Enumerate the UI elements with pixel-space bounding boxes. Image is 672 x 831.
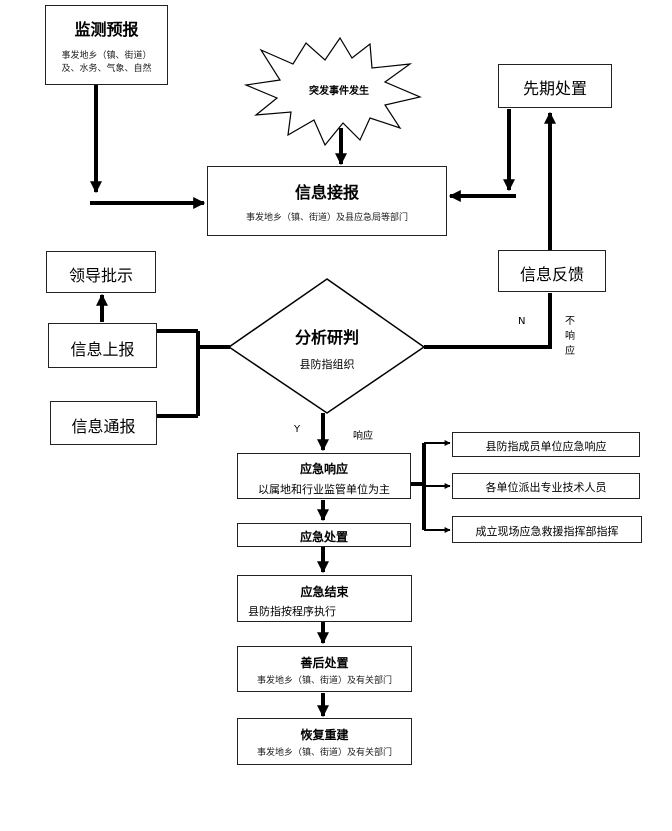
notify-title: 信息通报 xyxy=(71,417,136,436)
report-title: 信息上报 xyxy=(70,340,135,359)
side1-title: 县防指成员单位应急响应 xyxy=(485,440,607,453)
aftermath-sub: 事发地乡（镇、街道）及有关部门 xyxy=(256,676,392,686)
analysis-title: 分析研判 xyxy=(294,328,359,347)
monitor-sub2: 及、水务、气象、自然 xyxy=(61,64,152,74)
label-no-response-1: 不 xyxy=(565,316,575,327)
side2-title: 各单位派出专业技术人员 xyxy=(485,481,607,494)
early-disposal-box: 先期处置 xyxy=(498,64,612,108)
end-box: 应急结束 县防指按程序执行 xyxy=(237,575,412,622)
event-starburst xyxy=(243,36,422,147)
notify-box: 信息通报 xyxy=(50,401,157,445)
early-disposal-title: 先期处置 xyxy=(522,79,587,98)
response-title: 应急响应 xyxy=(299,462,348,476)
leader-box: 领导批示 xyxy=(46,251,156,293)
label-respond: 响应 xyxy=(353,431,373,442)
label-y: Y xyxy=(294,424,301,435)
handling-box: 应急处置 xyxy=(237,523,411,547)
side2-box: 各单位派出专业技术人员 xyxy=(452,473,640,499)
info-receive-title: 信息接报 xyxy=(294,183,359,202)
label-no-response: 不 响 应 xyxy=(564,314,576,359)
side3-box: 成立现场应急救援指挥部指挥 xyxy=(452,516,642,543)
monitor-sub1: 事发地乡（镇、街道） xyxy=(61,51,152,61)
handling-title: 应急处置 xyxy=(299,530,348,544)
end-sub: 县防指按程序执行 xyxy=(248,605,336,618)
aftermath-title: 善后处置 xyxy=(300,656,349,670)
response-box: 应急响应 以属地和行业监管单位为主 xyxy=(237,453,411,499)
aftermath-box: 善后处置 事发地乡（镇、街道）及有关部门 xyxy=(237,646,412,692)
event-label: 突发事件发生 xyxy=(309,86,369,97)
monitor-box: 监测预报 事发地乡（镇、街道） 及、水务、气象、自然 xyxy=(45,5,168,85)
info-receive-box: 信息接报 事发地乡（镇、街道）及县应急局等部门 xyxy=(207,166,447,236)
rebuild-title: 恢复重建 xyxy=(300,728,349,742)
analysis-diamond xyxy=(227,278,426,414)
label-no-response-2: 响 xyxy=(565,331,575,342)
report-box: 信息上报 xyxy=(48,323,157,368)
rebuild-box: 恢复重建 事发地乡（镇、街道）及有关部门 xyxy=(237,718,412,765)
analysis-sub: 县防指组织 xyxy=(299,358,355,371)
leader-title: 领导批示 xyxy=(68,266,133,285)
feedback-box: 信息反馈 xyxy=(498,250,606,292)
line-analysis-to-feedback xyxy=(424,293,552,349)
feedback-title: 信息反馈 xyxy=(519,265,584,284)
label-no-response-3: 应 xyxy=(565,346,575,357)
analysis-text: 分析研判 县防指组织 xyxy=(270,324,384,372)
end-title: 应急结束 xyxy=(300,585,349,599)
label-n: N xyxy=(518,316,526,327)
side1-box: 县防指成员单位应急响应 xyxy=(452,432,640,457)
monitor-title: 监测预报 xyxy=(74,20,139,39)
side3-title: 成立现场应急救援指挥部指挥 xyxy=(475,525,619,538)
rebuild-sub: 事发地乡（镇、街道）及有关部门 xyxy=(256,748,392,758)
response-sub: 以属地和行业监管单位为主 xyxy=(258,483,390,496)
info-receive-sub: 事发地乡（镇、街道）及县应急局等部门 xyxy=(245,213,408,223)
